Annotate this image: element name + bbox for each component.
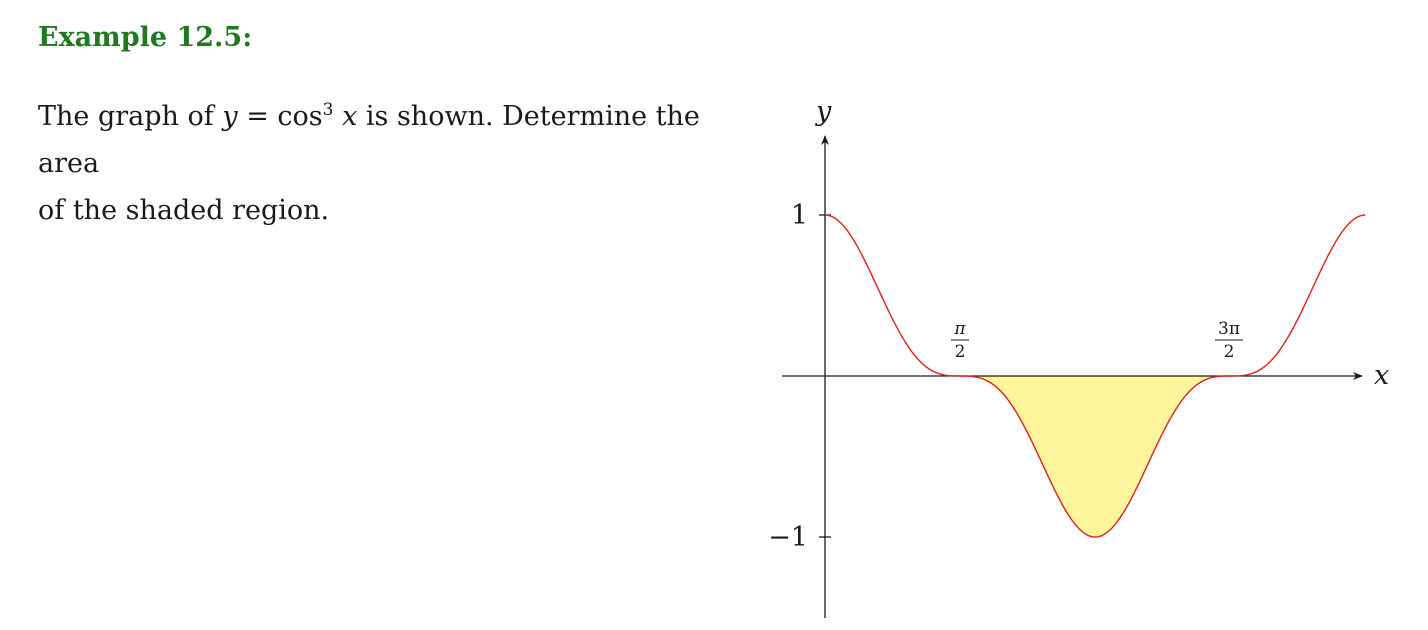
problem-text-end: is shown. Determine the area [38,101,700,179]
problem-text-start: The graph of [38,101,223,132]
equation-exponent: 3 [322,100,334,120]
equation-lhs: y [222,101,238,132]
x-tick-label-pi-over-2: π 2 [951,319,969,362]
y-axis-label: y [815,96,832,127]
x-tick-label-3pi-over-2: 3π 2 [1215,319,1243,362]
equation-sign: = [237,101,278,132]
problem-statement: The graph of y = cos3 x is shown. Determ… [38,93,768,234]
problem-text-line2: of the shaded region. [38,195,330,226]
frac-numerator: 3π [1218,319,1240,339]
x-axis-label: x [1374,360,1389,391]
frac-denominator: 2 [955,342,966,362]
curve-line [824,214,1366,538]
equation-func: cos [277,101,323,132]
equation-var: x [342,101,358,132]
example-heading: Example 12.5: [38,22,253,53]
frac-numerator: π [953,319,966,339]
y-tick-label-minus-1: −1 [768,522,808,553]
y-tick-label-1: 1 [791,200,808,231]
shaded-region [960,376,1231,537]
frac-denominator: 2 [1224,342,1235,362]
